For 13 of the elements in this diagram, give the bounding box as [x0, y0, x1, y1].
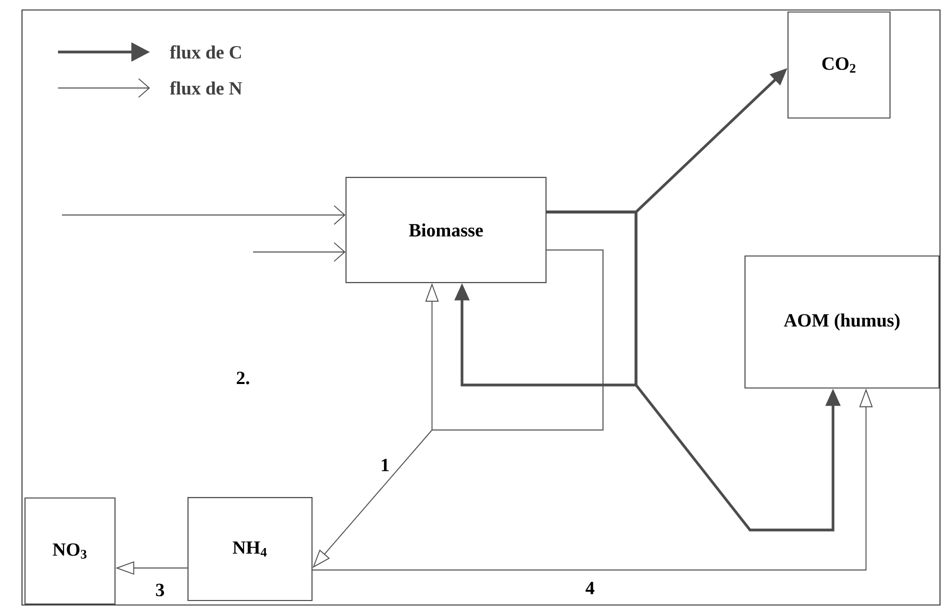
box: NO$_{3}$ [24, 497, 116, 605]
edge-label: 3 [154, 582, 166, 598]
edge-label: 1 [379, 458, 391, 472]
box: Biomasse [345, 176, 547, 284]
box: NH$_{4}$ [187, 497, 313, 601]
legend-text: flux de N [170, 81, 242, 95]
label: 2. [236, 372, 250, 384]
arrow [252, 242, 346, 262]
box: CO$_{2}$ [787, 11, 891, 119]
box: AOM (humus) [744, 255, 940, 389]
legend-text: flux de C [170, 45, 241, 59]
arrow [62, 205, 346, 225]
edge-label: 4 [584, 580, 596, 596]
